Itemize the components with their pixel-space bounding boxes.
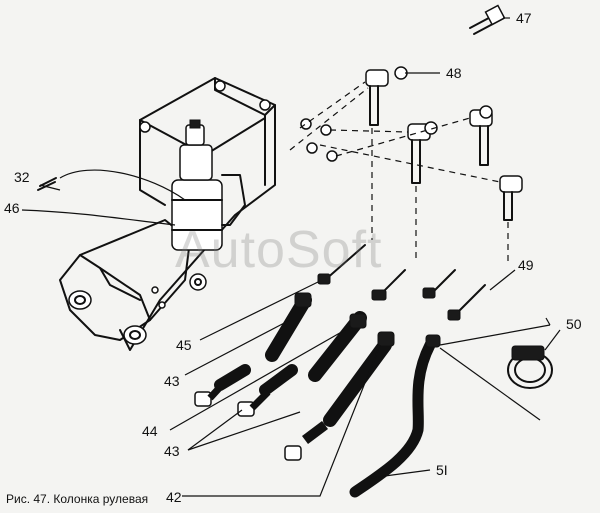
callout-51: 5I (436, 462, 448, 478)
hose-clamp (439, 317, 553, 421)
watermark: AutoSoft (175, 221, 383, 279)
callout-43-lower: 43 (164, 443, 180, 459)
callout-42: 42 (166, 489, 182, 505)
leader-lines (21, 17, 561, 497)
callout-32: 32 (14, 169, 30, 185)
callout-45: 45 (176, 337, 192, 353)
assembly-lines (289, 81, 509, 262)
pin-32 (37, 169, 186, 201)
hose-set (194, 244, 486, 498)
callout-49: 49 (518, 257, 534, 273)
valve-body (171, 119, 246, 291)
callout-47: 47 (516, 10, 532, 26)
callout-44: 44 (142, 423, 158, 439)
callout-43-upper: 43 (164, 373, 180, 389)
column-bracket (59, 77, 276, 351)
figure-caption: Рис. 47. Колонка рулевая (6, 492, 149, 506)
bolt-47 (469, 4, 506, 35)
callout-labels: 47 48 32 46 49 50 45 43 44 43 5I 42 (4, 10, 582, 505)
callout-50: 50 (566, 316, 582, 332)
callout-48: 48 (446, 65, 462, 81)
banjo-fittings (300, 66, 523, 221)
callout-46: 46 (4, 200, 20, 216)
